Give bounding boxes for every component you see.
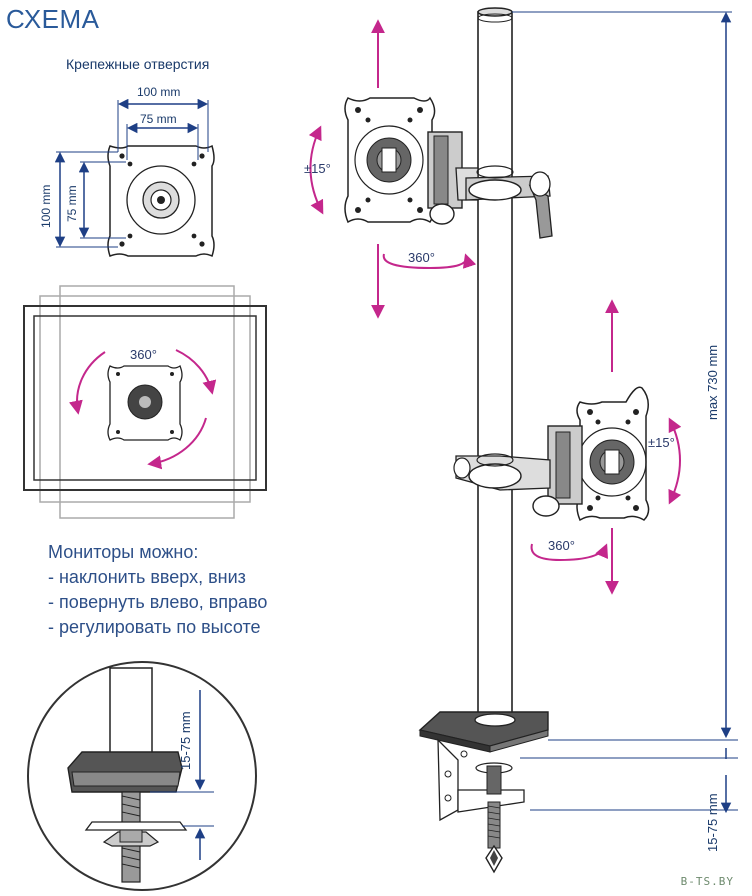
top-arm-tilt-label: ±15° bbox=[304, 161, 331, 176]
height-dimension-label: max 730 mm bbox=[705, 345, 720, 420]
bottom-monitor-arm bbox=[453, 299, 682, 595]
dim-inner-height: 75 mm bbox=[65, 185, 79, 222]
features-heading: Мониторы можно: bbox=[48, 542, 199, 562]
clamp-dimension-label: 15-75 mm bbox=[705, 793, 720, 852]
feature-item: - регулировать по высоте bbox=[48, 617, 261, 637]
top-arm-swivel-label: 360° bbox=[408, 250, 435, 265]
bottom-arm-swivel-label: 360° bbox=[548, 538, 575, 553]
desk-clamp bbox=[418, 711, 549, 874]
feature-item: - повернуть влево, вправо bbox=[48, 592, 268, 612]
dim-outer-height: 100 mm bbox=[39, 185, 53, 228]
bottom-arm-tilt-label: ±15° bbox=[648, 435, 675, 450]
monitor-rotation-diagram bbox=[23, 285, 267, 519]
vesa-plate-diagram bbox=[54, 98, 215, 258]
dim-inner-width: 75 mm bbox=[140, 112, 177, 126]
page-title: СХЕМА bbox=[6, 4, 100, 34]
feature-item: - наклонить вверх, вниз bbox=[48, 567, 246, 587]
top-monitor-arm bbox=[308, 19, 553, 319]
detail-clamp-dimension-label: 15-75 mm bbox=[178, 711, 193, 770]
rotation-label: 360° bbox=[130, 347, 157, 362]
dim-outer-width: 100 mm bbox=[137, 85, 180, 99]
mounting-holes-title: Крепежные отверстия bbox=[66, 56, 210, 72]
pole bbox=[477, 7, 513, 723]
features-list: Мониторы можно: - наклонить вверх, вниз … bbox=[48, 540, 267, 640]
clamp-detail-view bbox=[27, 661, 257, 891]
watermark: B-TS.BY bbox=[680, 875, 734, 888]
